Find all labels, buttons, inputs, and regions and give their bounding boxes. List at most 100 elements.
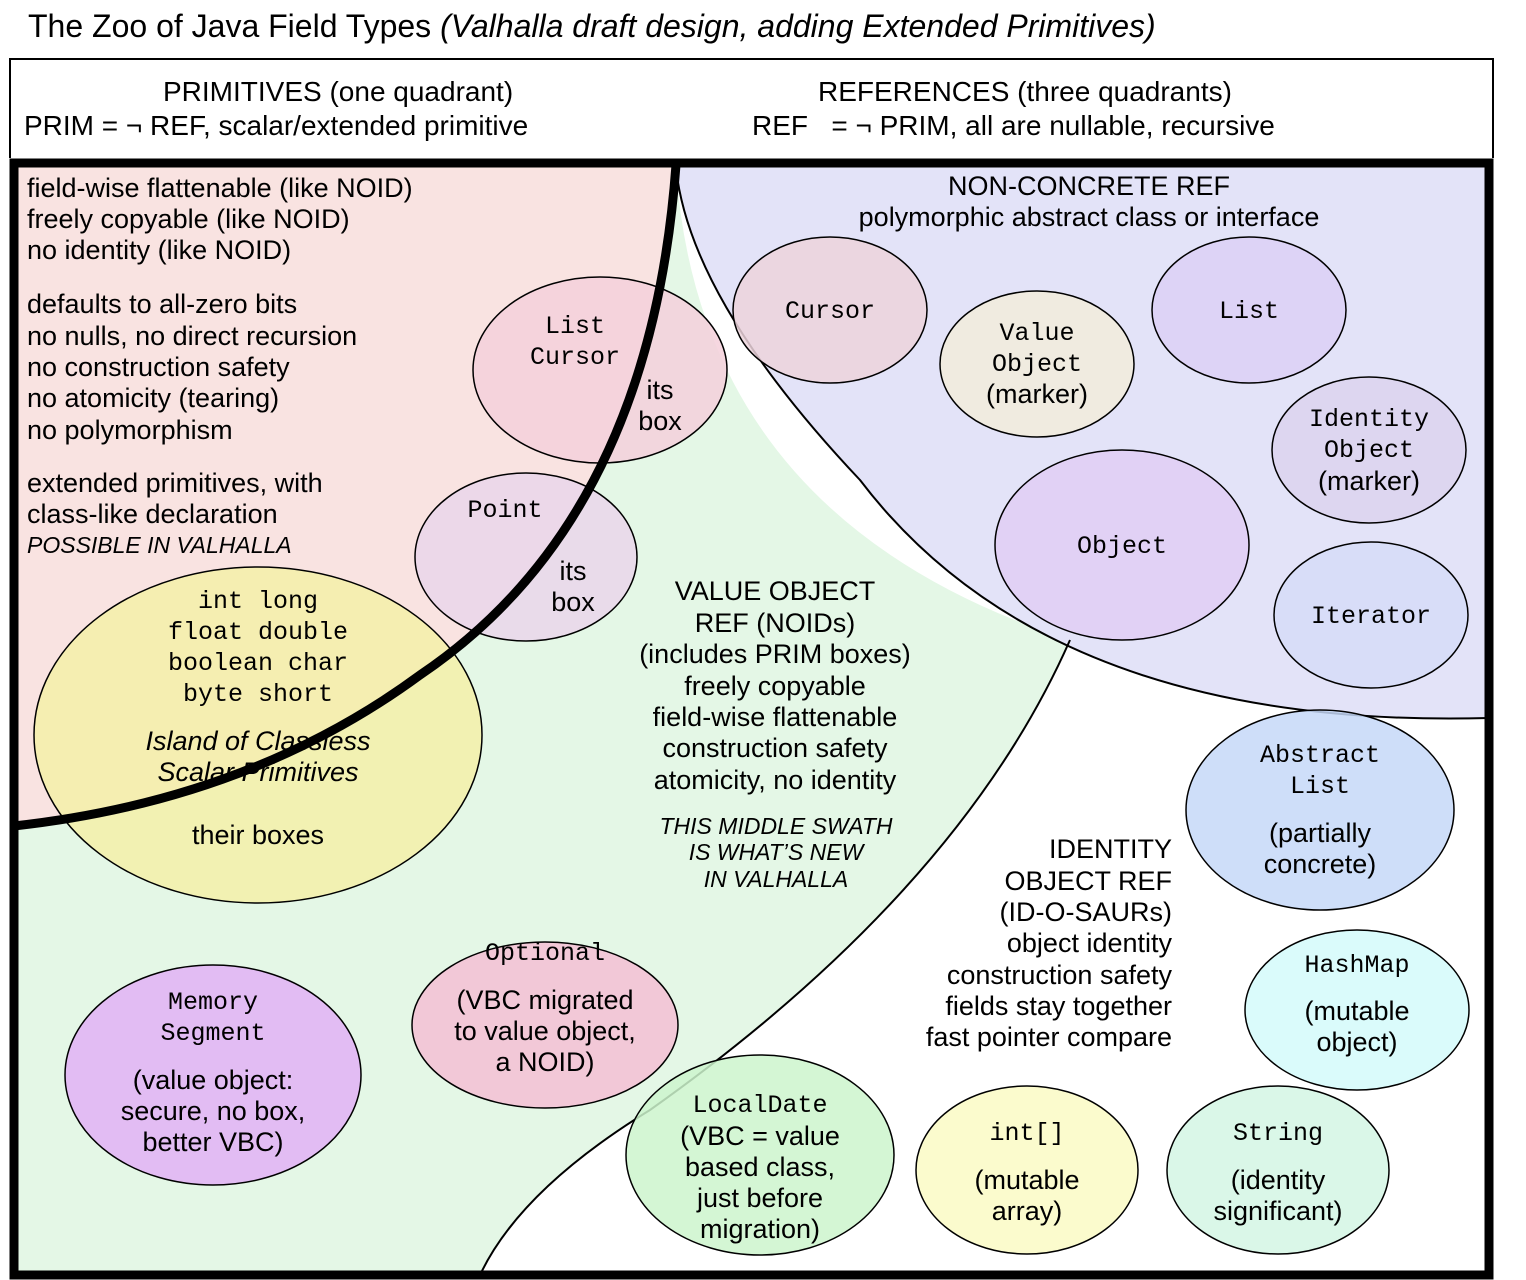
int-array-shape — [915, 1085, 1139, 1255]
references-heading: REFERENCES (three quadrants) — [818, 76, 1232, 107]
value-object-boundary — [479, 639, 1071, 1276]
primitives-heading: PRIMITIVES (one quadrant) — [163, 76, 514, 107]
string-note: significant) — [1213, 1196, 1342, 1226]
prim-text-9: extended primitives, with — [27, 468, 323, 498]
vo-italic-3: IN VALHALLA — [704, 866, 848, 892]
optional-note: to value object, — [454, 1016, 636, 1046]
hashmap-shape — [1244, 929, 1470, 1091]
vo-text-1: VALUE OBJECT — [675, 576, 876, 606]
island-shape — [33, 566, 483, 904]
int-array-note: array) — [992, 1196, 1063, 1226]
island-box-label: their boxes — [192, 820, 324, 850]
title-main: The Zoo of Java Field Types — [28, 8, 432, 44]
vo-text-2: REF (NOIDs) — [695, 608, 855, 638]
optional-shape — [411, 941, 679, 1109]
object-code-label: Object — [1077, 532, 1167, 561]
value-object-marker-note: (marker) — [986, 379, 1088, 409]
abstract-list-shape — [1185, 709, 1455, 911]
vo-text-4: freely copyable — [684, 671, 866, 701]
references-definition: REF = ¬ PRIM, all are nullable, recursiv… — [752, 110, 1275, 141]
identity-object-marker-shape — [1271, 376, 1467, 524]
value-object-marker-shape — [939, 290, 1135, 438]
identity-object-marker-code-label: Identity — [1309, 405, 1429, 434]
circle-cursor: Cursor — [732, 236, 928, 384]
primitives-definition: PRIM = ¬ REF, scalar/extended primitive — [24, 110, 529, 141]
primitive-region-text: field-wise flattenable (like NOID) freel… — [27, 173, 413, 558]
prim-text-8: no polymorphism — [27, 415, 233, 445]
prim-text-6: no construction safety — [27, 352, 290, 382]
localdate-note: migration) — [700, 1214, 820, 1244]
optional-code-label: Optional — [485, 939, 605, 968]
island-code-label: int long — [198, 587, 318, 616]
vo-text-5: field-wise flattenable — [653, 702, 898, 732]
vo-italic-1: THIS MIDDLE SWATH — [660, 813, 893, 839]
nonconcrete-boundary — [675, 167, 1490, 720]
hashmap-note: object) — [1316, 1027, 1397, 1057]
value-object-region-text: VALUE OBJECT REF (NOIDs) (includes PRIM … — [639, 576, 911, 892]
island-code-label: byte short — [183, 680, 333, 709]
prim-text-possible: POSSIBLE IN VALHALLA — [27, 532, 292, 558]
id-text-4: object identity — [1007, 928, 1173, 958]
value-object-marker-code-label: Value — [999, 319, 1074, 348]
list-cursor-box-label: box — [638, 406, 682, 436]
memory-segment-shape — [64, 964, 362, 1186]
abstract-list-note: (partially — [1269, 818, 1372, 848]
circle-list: List — [1151, 236, 1347, 384]
localdate-note: just before — [696, 1183, 823, 1213]
int-array-note: (mutable — [974, 1165, 1079, 1195]
optional-note: (VBC migrated — [456, 985, 633, 1015]
circle-object: Object — [994, 449, 1250, 641]
vo-text-7: atomicity, no identity — [654, 765, 897, 795]
memory-segment-code-label: Segment — [160, 1019, 265, 1048]
hashmap-note: (mutable — [1304, 996, 1409, 1026]
primitive-boundary — [13, 164, 681, 831]
diagram-title: The Zoo of Java Field Types (Valhalla dr… — [28, 8, 1156, 45]
abstract-list-note: concrete) — [1264, 849, 1377, 879]
vo-text-6: construction safety — [662, 733, 888, 763]
prim-text-2: freely copyable (like NOID) — [27, 204, 350, 234]
abstract-list-code-label: List — [1290, 772, 1350, 801]
memory-segment-note: better VBC) — [142, 1127, 283, 1157]
nonconcrete-subheading: polymorphic abstract class or interface — [859, 202, 1320, 232]
nonconcrete-heading: NON-CONCRETE REF — [948, 171, 1230, 201]
hashmap-code-label: HashMap — [1304, 951, 1409, 980]
localdate-shape — [625, 1054, 895, 1256]
identity-object-marker-code-label: Object — [1324, 436, 1414, 465]
string-note: (identity — [1231, 1165, 1326, 1195]
int-array-code-label: int[] — [989, 1119, 1064, 1148]
prim-text-7: no atomicity (tearing) — [27, 383, 279, 413]
prim-text-3: no identity (like NOID) — [27, 235, 291, 265]
id-text-1: IDENTITY — [1049, 834, 1172, 864]
iterator-code-label: Iterator — [1311, 602, 1431, 631]
object-shape — [994, 449, 1250, 641]
abstract-list-code-label: Abstract — [1260, 741, 1380, 770]
prim-text-4: defaults to all-zero bits — [27, 289, 297, 319]
localdate-note: (VBC = value — [680, 1121, 840, 1151]
cursor-shape — [732, 236, 928, 384]
list-cursor-code-label: List — [545, 312, 605, 341]
cursor-code-label: Cursor — [785, 297, 875, 326]
list-code-label: List — [1219, 297, 1279, 326]
identity-object-marker-note: (marker) — [1318, 466, 1420, 496]
island-code-label: float double — [168, 618, 348, 647]
title-subtitle: (Valhalla draft design, adding Extended … — [440, 8, 1156, 44]
memory-segment-note: (value object: — [133, 1065, 294, 1095]
list-cursor-code-label: Cursor — [530, 343, 620, 372]
vo-text-3: (includes PRIM boxes) — [639, 639, 911, 669]
vo-italic-2: IS WHAT’S NEW — [689, 839, 866, 865]
value-object-marker-code-label: Object — [992, 350, 1082, 379]
identity-region-text: IDENTITY OBJECT REF (ID-O-SAURs) object … — [926, 834, 1173, 1052]
point-box-label: box — [551, 587, 595, 617]
point-shape — [414, 472, 638, 642]
id-text-3: (ID-O-SAURs) — [1000, 897, 1172, 927]
memory-segment-note: secure, no box, — [121, 1096, 306, 1126]
prim-text-5: no nulls, no direct recursion — [27, 321, 357, 351]
